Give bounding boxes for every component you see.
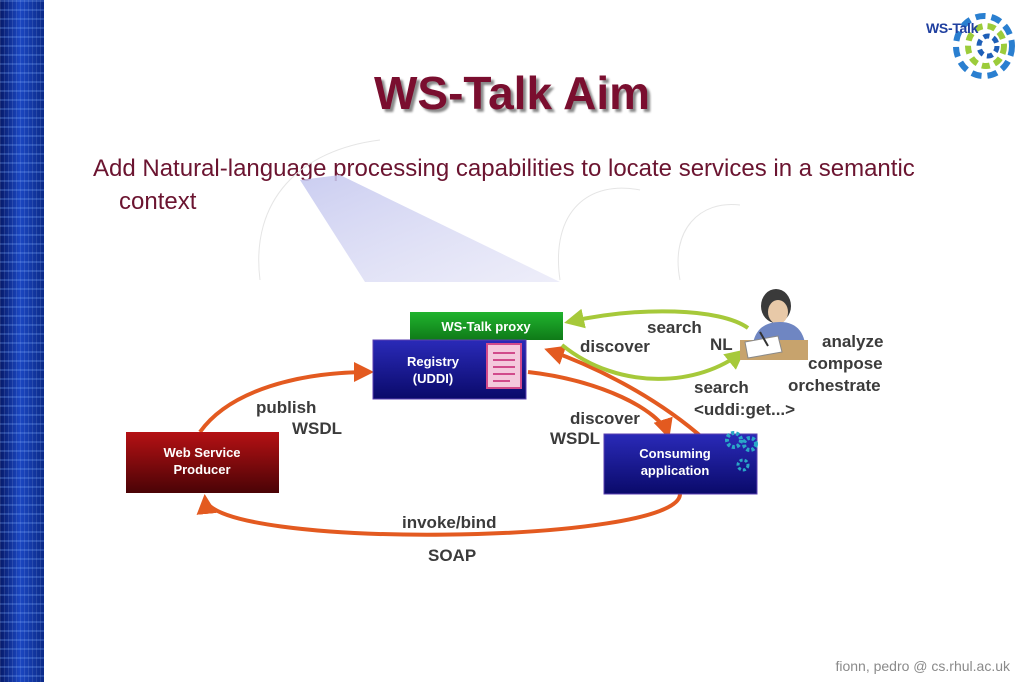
arrows bbox=[196, 308, 750, 537]
invoke-arrow bbox=[196, 493, 682, 537]
label-soap: SOAP bbox=[428, 546, 476, 565]
registry-label-1: Registry bbox=[407, 354, 460, 369]
ws-talk-logo: WS-Talk bbox=[918, 6, 1018, 86]
diagram-labels: search discover NL analyze compose orche… bbox=[256, 318, 883, 565]
discover-nl-arrow bbox=[560, 343, 746, 381]
label-analyze: analyze bbox=[822, 332, 883, 351]
logo-text: WS-Talk bbox=[926, 20, 979, 36]
slide-title: WS-Talk Aim bbox=[373, 67, 651, 119]
label-discover-mid: discover bbox=[570, 409, 640, 428]
producer-label-2: Producer bbox=[173, 462, 230, 477]
person-writing-icon bbox=[740, 289, 808, 360]
label-uddi-get: <uddi:get...> bbox=[694, 400, 795, 419]
label-nl: NL bbox=[710, 335, 733, 354]
registry-label-2: (UDDI) bbox=[413, 371, 453, 386]
left-decorative-bar bbox=[0, 0, 44, 682]
producer-label-1: Web Service bbox=[163, 445, 240, 460]
footer-text: fionn, pedro @ cs.rhul.ac.uk bbox=[835, 658, 1010, 674]
ws-talk-proxy-box: WS-Talk proxy bbox=[410, 312, 563, 340]
bullet-text: Add Natural-language processing capabili… bbox=[93, 155, 915, 215]
label-wsdl-right: WSDL bbox=[550, 429, 600, 448]
search-nl-arrow bbox=[564, 308, 750, 330]
consuming-label-1: Consuming bbox=[639, 446, 711, 461]
label-invoke-bind: invoke/bind bbox=[402, 513, 496, 532]
magnifier-beam bbox=[258, 139, 741, 282]
registry-box: Registry (UDDI) bbox=[372, 339, 527, 400]
label-wsdl-left: WSDL bbox=[292, 419, 342, 438]
discover-wsdl-arrow bbox=[527, 370, 673, 439]
consuming-application-box: Consuming application bbox=[603, 431, 758, 495]
label-search-top: search bbox=[647, 318, 702, 337]
consuming-label-2: application bbox=[641, 463, 710, 478]
proxy-label: WS-Talk proxy bbox=[441, 319, 531, 334]
label-compose: compose bbox=[808, 354, 883, 373]
search-uddi-arrow bbox=[544, 345, 707, 442]
label-discover-top: discover bbox=[580, 337, 650, 356]
web-service-producer-box: Web Service Producer bbox=[126, 432, 279, 493]
logo-swirl-icon bbox=[953, 13, 1015, 79]
label-search-mid: search bbox=[694, 378, 749, 397]
label-publish: publish bbox=[256, 398, 316, 417]
publish-arrow bbox=[198, 362, 374, 434]
document-icon bbox=[486, 343, 522, 389]
label-orchestrate: orchestrate bbox=[788, 376, 881, 395]
gears-icon bbox=[725, 431, 758, 472]
